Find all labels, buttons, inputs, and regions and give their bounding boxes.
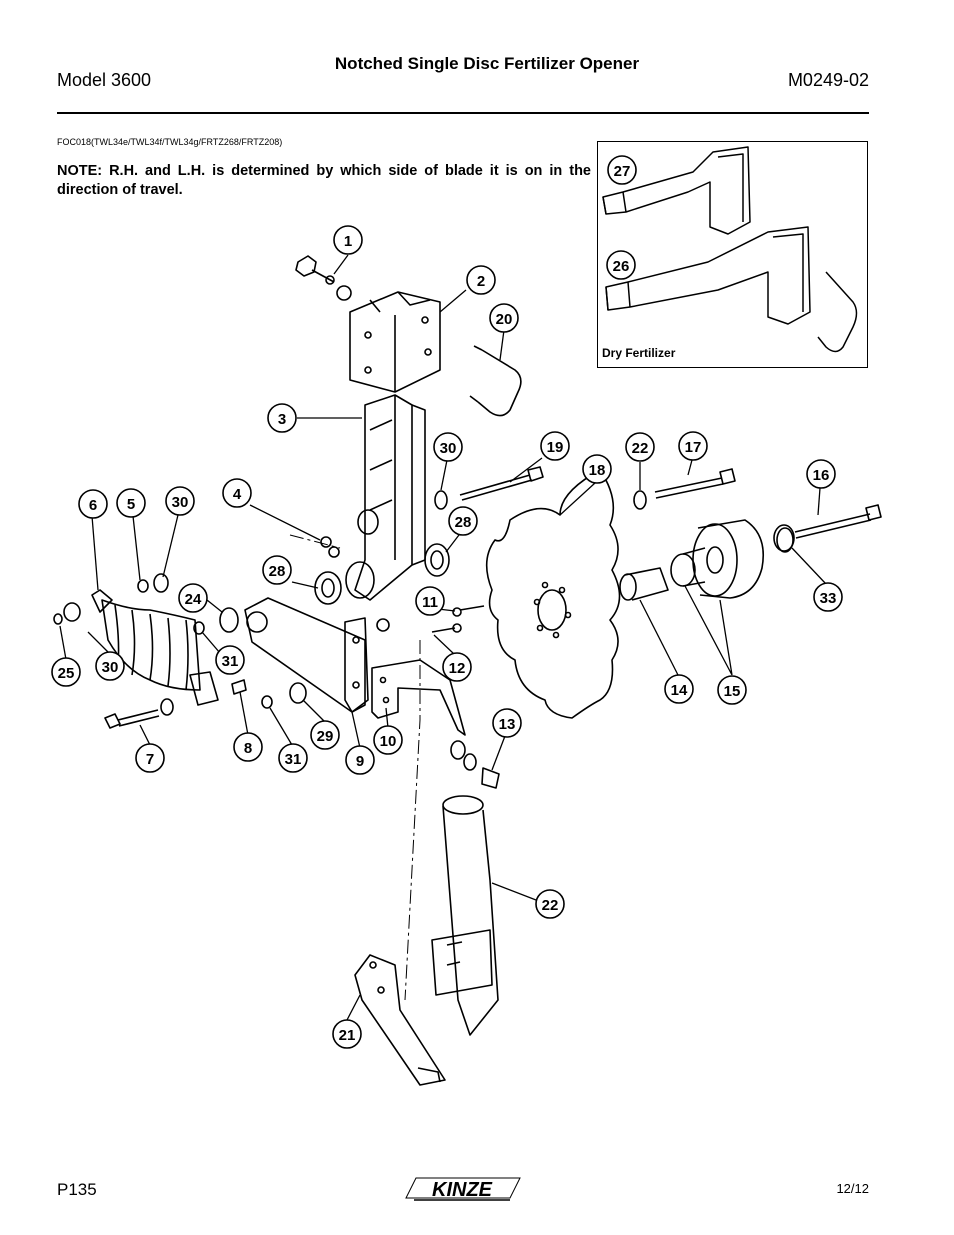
- callout-18: 18: [582, 454, 612, 484]
- callout-28b: 28: [262, 555, 292, 585]
- callout-30b: 30: [165, 486, 195, 516]
- callout-22a: 22: [625, 432, 655, 462]
- direction-note: NOTE: R.H. and L.H. is determined by whi…: [57, 163, 591, 198]
- svg-text:6: 6: [89, 497, 97, 514]
- svg-text:KINZE: KINZE: [432, 1179, 493, 1201]
- callout-15: 15: [717, 675, 747, 705]
- svg-text:10: 10: [380, 733, 397, 750]
- model-label: Model 3600: [57, 70, 152, 90]
- svg-text:13: 13: [499, 716, 516, 733]
- svg-text:18: 18: [589, 462, 606, 479]
- callout-21: 21: [332, 1019, 362, 1049]
- figure-reference: FOC018(TWL34e/TWL34f/TWL34g/FRTZ268/FRTZ…: [57, 137, 283, 147]
- page-title: Notched Single Disc Fertilizer Opener: [334, 54, 640, 73]
- svg-text:5: 5: [127, 496, 135, 513]
- callout-20: 20: [489, 303, 519, 333]
- callout-19: 19: [540, 431, 570, 461]
- svg-text:29: 29: [317, 728, 334, 745]
- svg-text:21: 21: [339, 1027, 356, 1044]
- svg-text:22: 22: [632, 440, 649, 457]
- callout-9: 9: [345, 745, 375, 775]
- svg-text:28: 28: [269, 563, 286, 580]
- callout-7: 7: [135, 743, 165, 773]
- callout-8: 8: [233, 732, 263, 762]
- callout-3: 3: [267, 403, 297, 433]
- callout-10: 10: [373, 725, 403, 755]
- svg-text:4: 4: [233, 486, 242, 503]
- svg-text:14: 14: [671, 682, 688, 699]
- svg-text:31: 31: [285, 751, 302, 768]
- callout-24: 24: [178, 583, 208, 613]
- svg-text:1: 1: [344, 233, 352, 250]
- svg-text:27: 27: [614, 163, 631, 180]
- svg-text:30: 30: [102, 659, 119, 676]
- callout-31a: 31: [215, 645, 245, 675]
- callout-30c: 30: [95, 651, 125, 681]
- callout-13: 13: [492, 708, 522, 738]
- callout-11: 11: [415, 586, 445, 616]
- svg-text:20: 20: [496, 311, 513, 328]
- kinze-logo: KINZE: [405, 1177, 521, 1201]
- svg-text:25: 25: [58, 665, 75, 682]
- callout-31b: 31: [278, 743, 308, 773]
- svg-text:7: 7: [146, 751, 154, 768]
- callout-16: 16: [806, 459, 836, 489]
- dry-fertilizer-inset: 27 26: [597, 141, 868, 368]
- svg-text:24: 24: [185, 591, 202, 608]
- dry-fertilizer-parts-drawing: 27 26: [602, 146, 858, 353]
- callout-14: 14: [664, 674, 694, 704]
- inset-label: Dry Fertilizer: [602, 346, 676, 360]
- svg-text:16: 16: [813, 467, 830, 484]
- svg-text:12: 12: [449, 660, 466, 677]
- svg-text:26: 26: [613, 258, 630, 275]
- svg-text:3: 3: [278, 411, 286, 428]
- callout-12: 12: [442, 652, 472, 682]
- callout-33: 33: [813, 582, 843, 612]
- callout-5: 5: [116, 488, 146, 518]
- callout-4: 4: [222, 478, 252, 508]
- callout-28a: 28: [448, 506, 478, 536]
- svg-text:19: 19: [547, 439, 564, 456]
- svg-text:30: 30: [440, 440, 457, 457]
- callout-27: 27: [607, 155, 637, 185]
- svg-text:8: 8: [244, 740, 252, 757]
- callout-26: 26: [606, 250, 636, 280]
- callout-22b: 22: [535, 889, 565, 919]
- page-number: P135: [57, 1180, 97, 1199]
- document-number: M0249-02: [787, 70, 869, 90]
- svg-text:11: 11: [422, 594, 438, 611]
- svg-text:33: 33: [820, 590, 837, 607]
- svg-text:22: 22: [542, 897, 559, 914]
- svg-text:15: 15: [724, 683, 741, 700]
- callout-25: 25: [51, 657, 81, 687]
- callout-6: 6: [78, 489, 108, 519]
- callout-17: 17: [678, 431, 708, 461]
- svg-text:28: 28: [455, 514, 472, 531]
- header-rule: [57, 112, 869, 114]
- callout-1: 1: [333, 225, 363, 255]
- svg-text:31: 31: [222, 653, 239, 670]
- callout-2: 2: [466, 265, 496, 295]
- revision-date: 12/12: [836, 1181, 869, 1196]
- callout-30a: 30: [433, 432, 463, 462]
- callout-29: 29: [310, 720, 340, 750]
- svg-text:17: 17: [685, 439, 702, 456]
- svg-text:30: 30: [172, 494, 189, 511]
- svg-text:9: 9: [356, 753, 364, 770]
- svg-text:2: 2: [477, 273, 485, 290]
